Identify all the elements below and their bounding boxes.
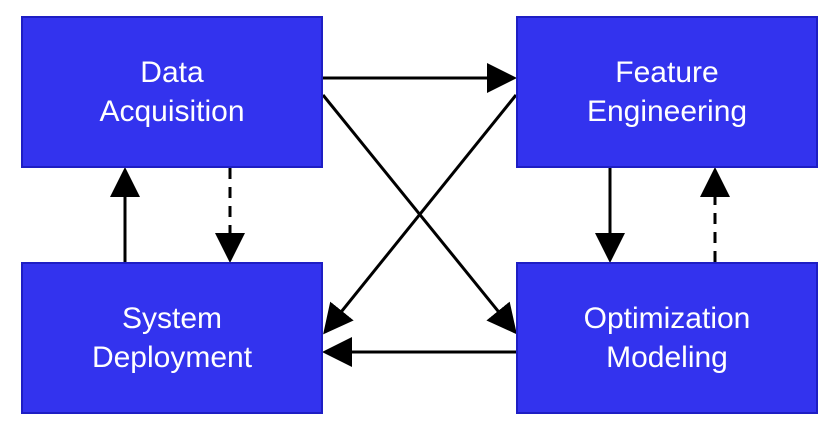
- node-label-line: Feature: [615, 56, 719, 89]
- node-label-line: Data: [140, 56, 204, 89]
- node-label-line: Optimization: [583, 302, 751, 335]
- node-feature-engineering: Feature Engineering: [516, 16, 818, 168]
- edge-feature-to-system: [323, 94, 518, 335]
- node-label-line: Deployment: [91, 341, 253, 374]
- node-system-deployment: System Deployment: [21, 262, 323, 414]
- node-label-line: Engineering: [586, 95, 748, 128]
- node-label-line: Acquisition: [99, 95, 245, 128]
- node-label-line: System: [121, 302, 222, 335]
- node-label-line: Modeling: [606, 341, 728, 374]
- node-data-acquisition: Data Acquisition: [21, 16, 323, 168]
- node-optimization-modeling: Optimization Modeling: [516, 262, 818, 414]
